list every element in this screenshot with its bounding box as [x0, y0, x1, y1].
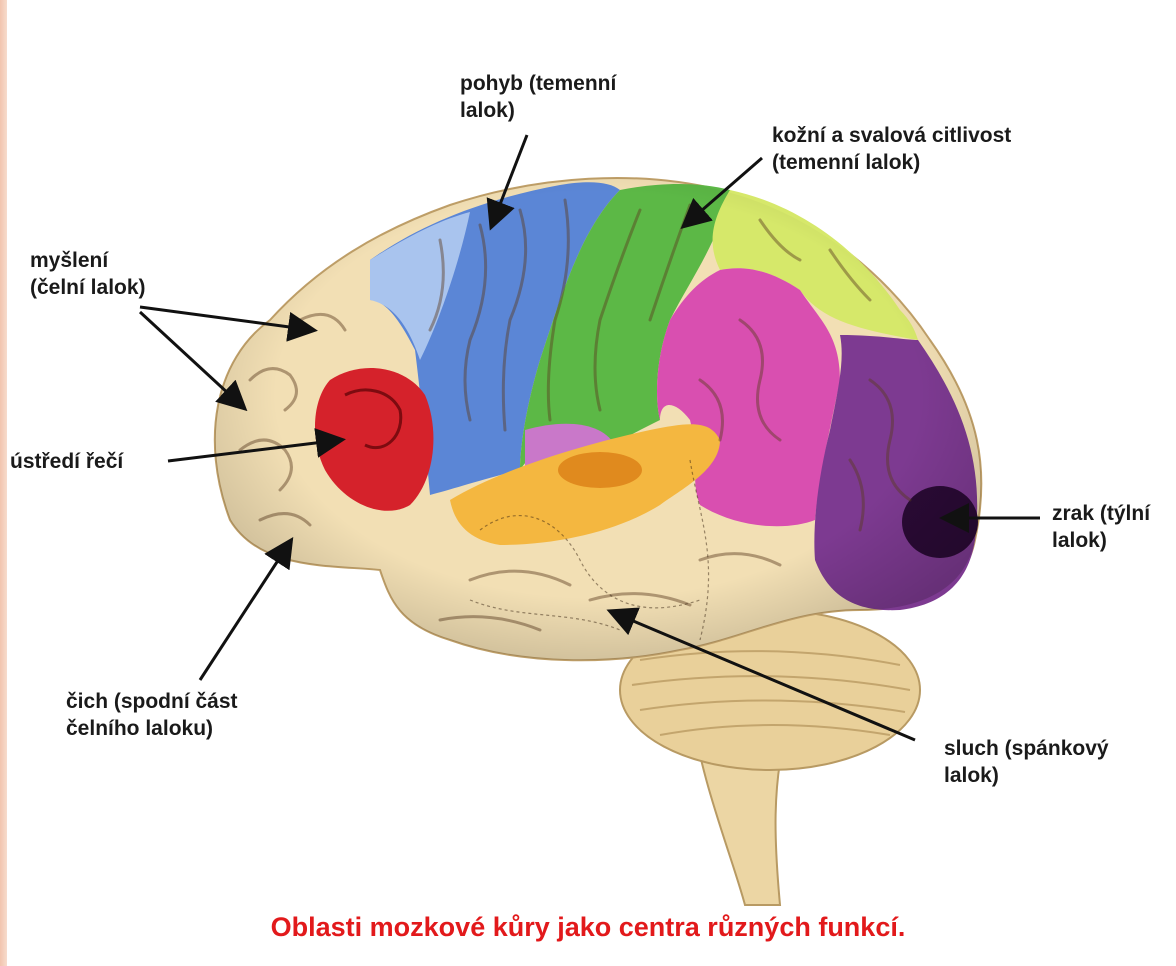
label-cich: čich (spodní část čelního laloku): [66, 688, 238, 742]
label-kozni-citlivost: kožní a svalová citlivost (temenní lalok…: [772, 122, 1011, 176]
arrow-mysleni-lower: [140, 312, 243, 407]
label-sluch: sluch (spánkový lalok): [944, 735, 1109, 789]
label-ustredi-reci: ústředí řečí: [10, 448, 123, 475]
label-zrak: zrak (týlní lalok): [1052, 500, 1150, 554]
label-pohyb: pohyb (temenní lalok): [460, 70, 616, 124]
cerebrum-shading: [215, 178, 982, 660]
arrow-cich: [200, 542, 290, 680]
label-mysleni: myšlení (čelní lalok): [30, 247, 146, 301]
caption: Oblasti mozkové kůry jako centra různých…: [0, 912, 1176, 943]
